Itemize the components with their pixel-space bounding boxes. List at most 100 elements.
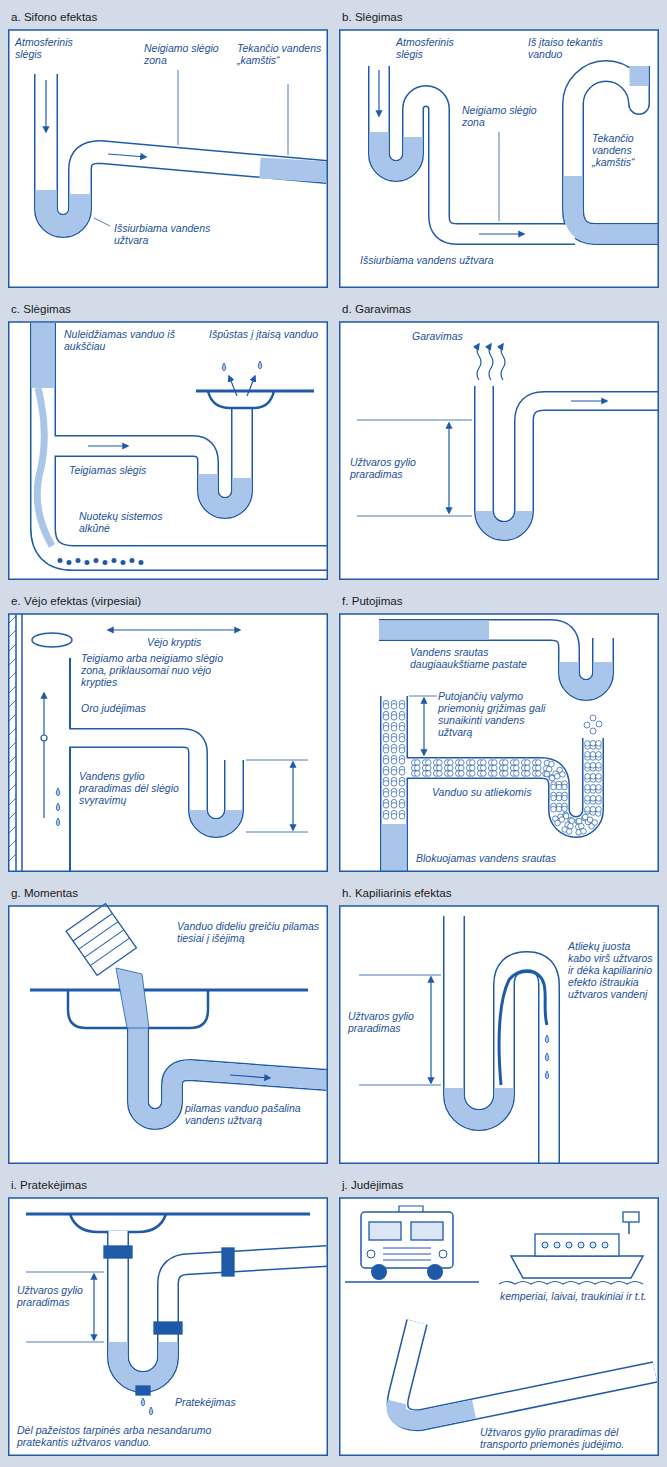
basin-bowl	[70, 1214, 166, 1232]
foam-bubble	[525, 760, 531, 766]
foam-bubble	[426, 760, 432, 766]
pipe-bore	[379, 630, 603, 690]
illustration	[8, 4, 328, 288]
panel-border	[340, 1198, 659, 1455]
water	[118, 1342, 168, 1382]
foam-bubble	[415, 765, 421, 771]
bucket-rib	[90, 938, 129, 966]
foam-bubble	[492, 771, 498, 777]
arrow	[88, 445, 128, 446]
panel-title: j. Judėjimas	[339, 1172, 659, 1193]
dimension-tick	[246, 832, 308, 833]
foam-bubble	[551, 806, 557, 812]
pipe-wall	[379, 630, 603, 690]
panel: i. Pratekėjimas	[8, 1172, 328, 1456]
panel-border	[340, 322, 659, 579]
panel-ground	[340, 30, 659, 287]
panel: d. Garavimas	[339, 296, 659, 580]
foam-bubble	[525, 771, 531, 777]
water	[32, 323, 55, 388]
arrow	[378, 70, 379, 116]
panel-border	[9, 1198, 328, 1455]
foam-bubble	[391, 803, 397, 809]
truck-light	[439, 1250, 447, 1258]
illustration-group	[37, 323, 327, 565]
panel-ground	[9, 906, 328, 1163]
foam-bubble	[391, 748, 397, 754]
illustration	[339, 296, 659, 580]
foam-bubble	[596, 807, 602, 813]
bucket-rib	[73, 913, 112, 941]
foam-bubble	[391, 737, 397, 743]
foam-bubble	[459, 760, 465, 766]
ship	[511, 1212, 643, 1278]
foam-bubble	[459, 765, 465, 771]
foam-bubble	[391, 814, 397, 820]
vent-opening	[32, 633, 72, 647]
basin-rim	[30, 989, 308, 992]
drop	[149, 1407, 153, 1415]
bucket	[66, 904, 136, 976]
illustration	[339, 4, 659, 288]
foam-bubble	[585, 741, 591, 747]
panel-ground	[9, 30, 328, 287]
pipe-wall	[454, 916, 549, 1164]
porthole	[578, 1242, 584, 1248]
pipe-wall	[379, 66, 575, 234]
porthole	[602, 1242, 608, 1248]
foam-bubble	[590, 752, 596, 758]
falling-water	[37, 388, 52, 546]
ship-flag	[623, 1212, 639, 1222]
foam-bubble	[566, 829, 572, 835]
truck-body	[361, 1212, 453, 1268]
foam-bubble	[481, 765, 487, 771]
illustration	[339, 880, 659, 1164]
wheel	[371, 1264, 387, 1280]
road	[345, 1281, 479, 1283]
foam-bubble	[536, 765, 542, 771]
pipe-bore	[43, 408, 242, 508]
truck-window	[369, 1222, 401, 1240]
panel: c. Slėgimas	[8, 296, 328, 580]
foam-bubble	[399, 759, 405, 765]
truck	[361, 1206, 453, 1280]
foam-bubble	[562, 806, 568, 812]
foam-bubble	[399, 704, 405, 710]
foam-bubble	[448, 765, 454, 771]
drop	[545, 1053, 549, 1061]
panel: j. Judėjimas	[339, 1172, 659, 1456]
foam-bubble	[596, 796, 602, 802]
foam-bubble	[596, 774, 602, 780]
panel: g. Momentas	[8, 880, 328, 1164]
foam-bubble	[569, 818, 575, 824]
panel: a. Sifono efektas	[8, 4, 328, 288]
illustration-group	[8, 614, 308, 872]
pipe-bore	[454, 916, 549, 1164]
foam-bubble	[590, 774, 596, 780]
foam-bubble	[568, 823, 574, 829]
foam-bubble	[596, 752, 602, 758]
foam-bubble	[492, 765, 498, 771]
leader-line	[288, 84, 289, 155]
pipe-bore	[69, 738, 234, 828]
panel-ground	[9, 1198, 328, 1455]
panel-ground	[9, 614, 328, 871]
arrow	[229, 376, 237, 396]
basin-rim	[196, 390, 314, 393]
foam-bubble	[399, 781, 405, 787]
pipe-bore	[379, 66, 575, 234]
foam-bubble	[383, 759, 389, 765]
foam-bubble	[492, 760, 498, 766]
foam-bubble	[549, 775, 555, 781]
foam-bubble	[383, 737, 389, 743]
illustration-group	[345, 1206, 655, 1420]
porthole	[566, 1242, 572, 1248]
panel-title: g. Momentas	[8, 880, 328, 901]
foam-bubble	[503, 760, 509, 766]
vapour-arrow	[477, 344, 481, 380]
panel: b. Slėgimas	[339, 4, 659, 288]
foam-bubble	[596, 741, 602, 747]
panel-ground	[340, 614, 659, 871]
arrow	[571, 400, 607, 401]
